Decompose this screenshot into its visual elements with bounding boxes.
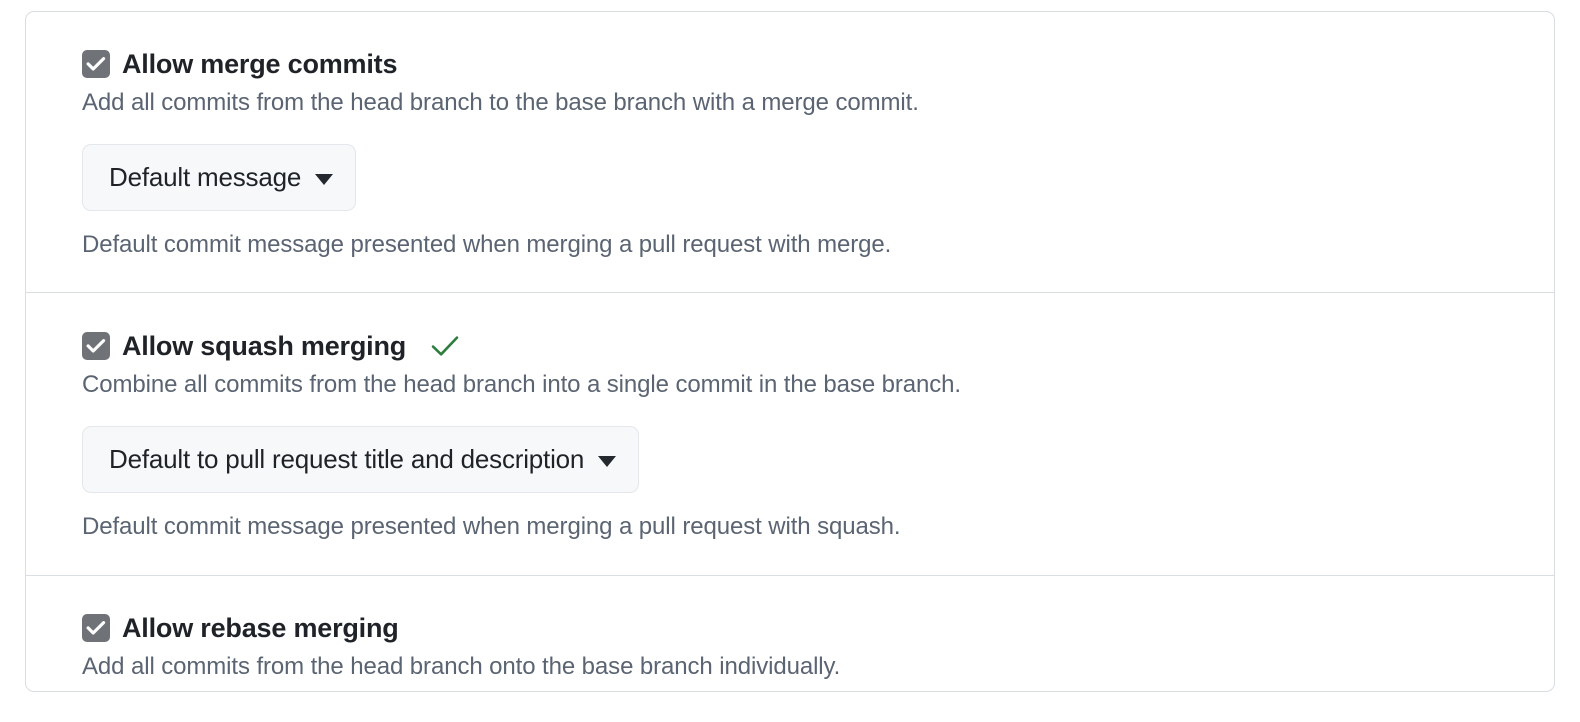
merge-dropdown-note: Default commit message presented when me…: [82, 231, 892, 258]
squash-dropdown-note: Default commit message presented when me…: [82, 513, 901, 540]
setting-header-allow-rebase-merging: Allow rebase merging: [82, 613, 1554, 643]
setting-title: Allow squash merging: [122, 331, 407, 361]
dropdown-label: Default message: [109, 162, 302, 192]
allow-rebase-merging-checkbox[interactable]: [82, 614, 110, 642]
setting-title: Allow merge commits: [122, 49, 398, 79]
caret-down-icon: [315, 173, 334, 185]
green-check-icon: [430, 334, 460, 358]
setting-row-allow-merge-commits: Allow merge commits Add all commits from…: [26, 12, 1554, 292]
allow-squash-merging-checkbox[interactable]: [82, 332, 110, 360]
merge-default-message-dropdown[interactable]: Default message: [82, 144, 357, 211]
setting-row-allow-rebase-merging: Allow rebase merging Add all commits fro…: [26, 575, 1554, 722]
squash-message-dropdown-wrap: Default to pull request title and descri…: [82, 426, 1554, 493]
setting-description: Combine all commits from the head branch…: [82, 371, 961, 398]
squash-default-message-dropdown[interactable]: Default to pull request title and descri…: [82, 426, 640, 493]
dropdown-label: Default to pull request title and descri…: [109, 444, 585, 474]
merge-settings-card: Allow merge commits Add all commits from…: [25, 11, 1555, 692]
allow-merge-commits-checkbox[interactable]: [82, 50, 110, 78]
setting-row-allow-squash-merging: Allow squash merging Combine all commits…: [26, 292, 1554, 575]
setting-description: Add all commits from the head branch to …: [82, 89, 919, 116]
setting-header-allow-merge-commits: Allow merge commits: [82, 49, 1554, 79]
setting-description: Add all commits from the head branch ont…: [82, 653, 841, 680]
setting-header-allow-squash-merging: Allow squash merging: [82, 331, 1554, 361]
setting-title: Allow rebase merging: [122, 613, 399, 643]
merge-message-dropdown-wrap: Default message: [82, 144, 1554, 211]
caret-down-icon: [598, 455, 617, 467]
